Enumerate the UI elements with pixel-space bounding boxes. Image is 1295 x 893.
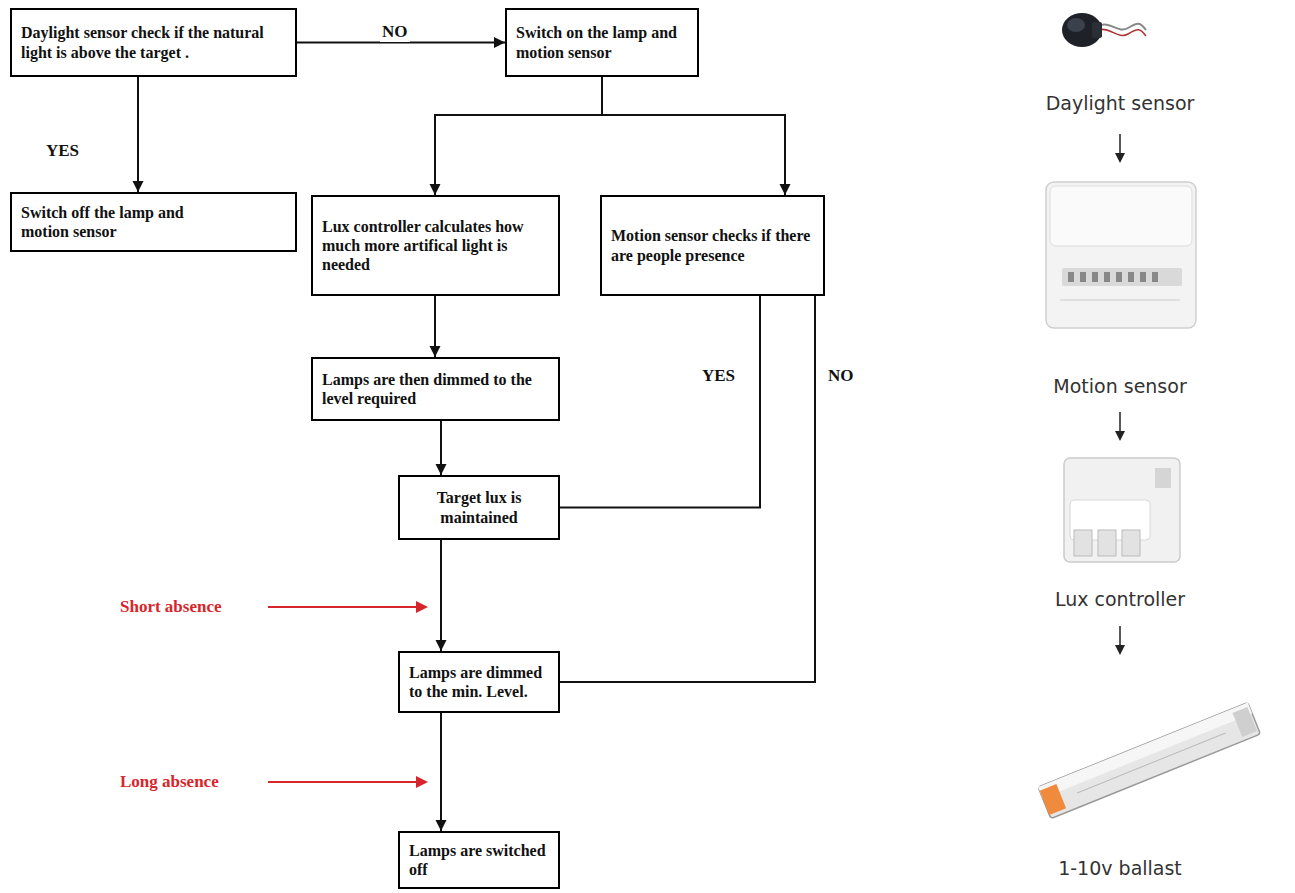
process-box: Switch off the lamp and motion sensor — [10, 192, 297, 252]
arrow-head — [133, 181, 144, 192]
component-caption: Lux controller — [1055, 588, 1185, 610]
process-box: Lux controller calculates how much more … — [311, 195, 560, 296]
flow-connector — [430, 77, 603, 195]
connector-line — [137, 77, 139, 192]
connector-line — [435, 77, 602, 195]
arrow-head — [436, 464, 447, 475]
flow-connector — [436, 421, 447, 475]
daylight-sensor-picture — [1062, 13, 1146, 47]
connector-line — [440, 540, 442, 651]
absence-label: Short absence — [120, 597, 222, 617]
arrow-head — [430, 346, 441, 357]
arrow-head — [436, 640, 447, 651]
process-box: Lamps are then dimmed to the level requi… — [311, 357, 560, 421]
edge-label: NO — [380, 22, 410, 42]
arrow-head — [780, 184, 791, 195]
ballast-picture — [1038, 702, 1260, 818]
box-text: Switch on the lamp and motion sensor — [516, 23, 688, 61]
edge-label: YES — [700, 366, 737, 386]
arrow-head — [430, 184, 441, 195]
connector-line — [440, 713, 442, 831]
box-text: Switch off the lamp and motion sensor — [21, 203, 211, 241]
component-caption: 1-10v ballast — [1058, 857, 1182, 879]
process-box: Lamps are dimmed to the min. Level. — [398, 651, 560, 713]
box-text: Daylight sensor check if the natural lig… — [21, 23, 283, 61]
connector-line — [560, 296, 760, 508]
process-box: Switch on the lamp and motion sensor — [505, 8, 699, 77]
edge-label: YES — [44, 141, 81, 161]
box-text: Motion sensor checks if there are people… — [611, 226, 814, 264]
box-text: Target lux is maintained — [409, 488, 549, 526]
component-caption: Daylight sensor — [1046, 92, 1195, 114]
flow-connector — [560, 296, 760, 508]
flow-connector — [560, 296, 815, 682]
box-text: Lamps are dimmed to the min. Level. — [409, 663, 549, 701]
flow-connector — [436, 713, 447, 831]
box-text: Lux controller calculates how much more … — [322, 217, 549, 275]
decision-box: Daylight sensor check if the natural lig… — [10, 8, 297, 77]
box-text: Lamps are switched off — [409, 841, 549, 879]
lux-controller-picture — [1064, 458, 1180, 562]
arrow-head — [436, 820, 447, 831]
motion-sensor-picture — [1046, 182, 1196, 328]
connector-line — [560, 296, 815, 682]
process-box: Target lux is maintained — [398, 475, 560, 540]
arrow-head — [494, 37, 505, 48]
flow-connector — [436, 540, 447, 651]
flow-connector — [602, 77, 791, 195]
process-box: Lamps are switched off — [398, 831, 560, 889]
component-caption: Motion sensor — [1053, 375, 1186, 397]
edge-label: NO — [826, 366, 856, 386]
absence-label: Long absence — [120, 772, 219, 792]
connector-line — [602, 77, 785, 195]
flow-connector — [133, 77, 144, 192]
box-text: Lamps are then dimmed to the level requi… — [322, 370, 537, 408]
flow-connector — [430, 296, 441, 357]
decision-box: Motion sensor checks if there are people… — [600, 195, 825, 296]
